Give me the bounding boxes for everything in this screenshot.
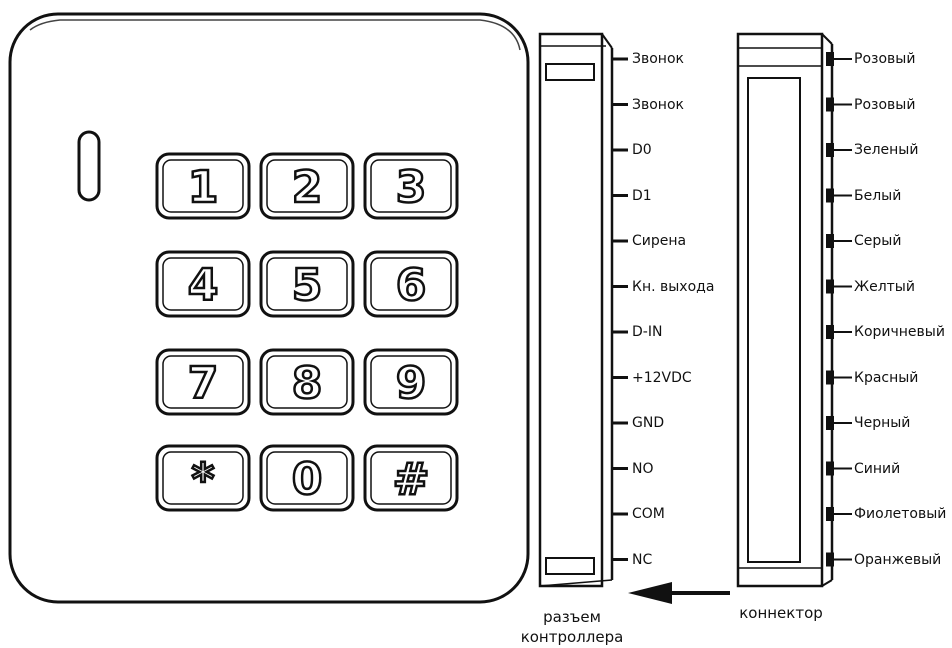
controller-pin-label: NC bbox=[632, 551, 653, 568]
controller-pin-label: D0 bbox=[632, 142, 652, 158]
key-2: 2 bbox=[259, 152, 355, 220]
cable-pin-contact bbox=[826, 552, 834, 567]
controller-pin-label: D1 bbox=[632, 187, 652, 204]
key-label: 4 bbox=[188, 260, 219, 311]
cable-pin-contact bbox=[826, 370, 834, 385]
arrow-left-icon bbox=[628, 582, 730, 604]
controller-caption-line1: разъем bbox=[543, 608, 601, 626]
cable-wire-label: Синий bbox=[854, 460, 901, 477]
controller-pin-label: Кн. выхода bbox=[632, 278, 715, 295]
cable-pin-contact bbox=[826, 188, 834, 203]
key-label: # bbox=[393, 454, 430, 505]
cable-connector-housing bbox=[736, 32, 834, 588]
cable-wire-label: Серый bbox=[854, 233, 902, 249]
cable-pin-contact bbox=[826, 143, 834, 157]
key-9: 9 bbox=[363, 348, 459, 416]
key-label: 5 bbox=[292, 260, 323, 311]
key-0: 0 bbox=[259, 444, 355, 512]
cable-pin-contact bbox=[826, 507, 834, 521]
cable-wire-label: Желтый bbox=[854, 278, 915, 295]
key-label: 7 bbox=[188, 358, 219, 409]
key-hash: # bbox=[363, 444, 459, 512]
cable-wire-label: Белый bbox=[854, 187, 902, 204]
cable-pin-contact bbox=[826, 97, 834, 112]
key-6: 6 bbox=[363, 250, 459, 318]
cable-wire-label: Фиолетовый bbox=[854, 506, 947, 522]
key-star: * bbox=[155, 444, 251, 512]
key-label: 9 bbox=[396, 358, 427, 409]
cable-pin-contact bbox=[826, 461, 834, 476]
cable-pin-contact bbox=[826, 52, 834, 66]
cable-wire-label: Розовый bbox=[854, 96, 916, 113]
cable-caption: коннектор bbox=[739, 604, 823, 622]
cable-pin-contact bbox=[826, 279, 834, 294]
key-label: 0 bbox=[292, 454, 323, 505]
controller-caption-line2: контроллера bbox=[520, 628, 624, 646]
controller-pin-label: D-IN bbox=[632, 324, 663, 340]
key-label: 1 bbox=[188, 162, 219, 213]
key-8: 8 bbox=[259, 348, 355, 416]
cable-wire-label: Красный bbox=[854, 369, 919, 386]
device-bevel bbox=[29, 19, 521, 51]
cable-wire-label: Черный bbox=[854, 415, 911, 431]
cable-pin-contact bbox=[826, 416, 834, 430]
key-3: 3 bbox=[363, 152, 459, 220]
cable-wire-label: Оранжевый bbox=[854, 551, 942, 568]
key-5: 5 bbox=[259, 250, 355, 318]
controller-pin-label: Сирена bbox=[632, 233, 687, 249]
controller-pin-label: Звонок bbox=[632, 96, 684, 113]
controller-pin-label: Звонок bbox=[632, 51, 684, 67]
key-label: 3 bbox=[396, 162, 427, 213]
controller-pin-label: COM bbox=[632, 506, 665, 522]
cable-wire-label: Зеленый bbox=[854, 142, 919, 158]
key-label: 8 bbox=[292, 358, 323, 409]
controller-connector-housing bbox=[538, 32, 614, 588]
led-indicator bbox=[77, 130, 101, 202]
key-1: 1 bbox=[155, 152, 251, 220]
controller-pin-label: GND bbox=[632, 415, 665, 431]
key-label: 2 bbox=[292, 162, 323, 213]
key-7: 7 bbox=[155, 348, 251, 416]
key-4: 4 bbox=[155, 250, 251, 318]
cable-wire-label: Коричневый bbox=[854, 324, 945, 340]
cable-pin-contact bbox=[826, 325, 834, 339]
cable-pin-contact bbox=[826, 234, 834, 248]
key-label: * bbox=[191, 454, 214, 505]
key-label: 6 bbox=[396, 260, 427, 311]
cable-wire-label: Розовый bbox=[854, 51, 916, 67]
controller-pin-label: +12VDC bbox=[632, 369, 692, 386]
controller-pin-label: NO bbox=[632, 460, 654, 477]
